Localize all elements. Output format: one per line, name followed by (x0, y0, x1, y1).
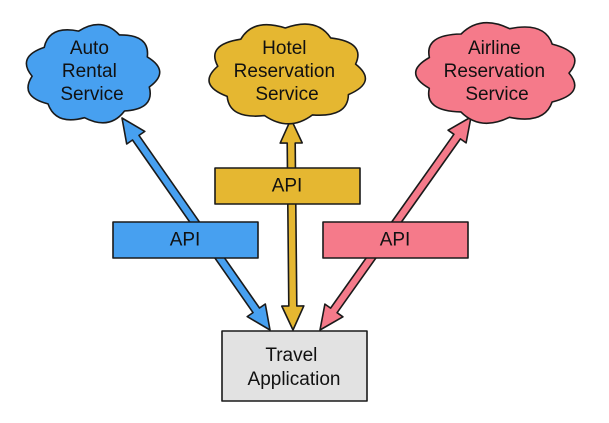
auto-label-line-2: Rental (62, 61, 117, 82)
auto-label-line-3: Service (60, 84, 123, 105)
airline-service-label: Airline Reservation Service (444, 38, 551, 105)
travel-application-box: Travel Application (221, 330, 368, 402)
auto-api-rect (112, 221, 259, 259)
auto-service-label: Auto Rental Service (60, 38, 123, 105)
api-box-auto: API (112, 221, 259, 259)
airline-label-line-2: Reservation (444, 61, 545, 82)
airline-cloud-shape (414, 21, 576, 124)
api-box-airline: API (322, 221, 469, 259)
hotel-label-line-3: Service (255, 84, 318, 105)
travel-app-line-2: Application (248, 369, 341, 390)
service-auto-rental: Auto Rental Service (25, 23, 161, 124)
hotel-api-rect (214, 167, 361, 205)
hotel-service-label: Hotel Reservation Service (234, 38, 341, 105)
hotel-label-line-2: Reservation (234, 61, 335, 82)
airline-api-rect (322, 221, 469, 259)
travel-app-line-1: Travel (265, 345, 317, 366)
airline-api-label: API (380, 230, 411, 251)
airline-label-line-1: Airline (468, 38, 521, 59)
service-airline-reservation: Airline Reservation Service (414, 21, 576, 124)
hotel-api-label: API (272, 176, 303, 197)
airline-label-line-3: Service (465, 84, 528, 105)
hotel-cloud-shape (208, 23, 367, 125)
auto-label-line-1: Auto (70, 38, 109, 59)
auto-cloud-shape (25, 23, 161, 124)
hotel-edge-arrow (279, 118, 305, 331)
auto-api-label: API (170, 230, 201, 251)
api-box-hotel: API (214, 167, 361, 205)
travel-app-rect (221, 330, 368, 402)
travel-app-label: Travel Application (248, 345, 341, 390)
service-hotel-reservation: Hotel Reservation Service (208, 23, 367, 125)
hotel-label-line-1: Hotel (262, 38, 306, 59)
